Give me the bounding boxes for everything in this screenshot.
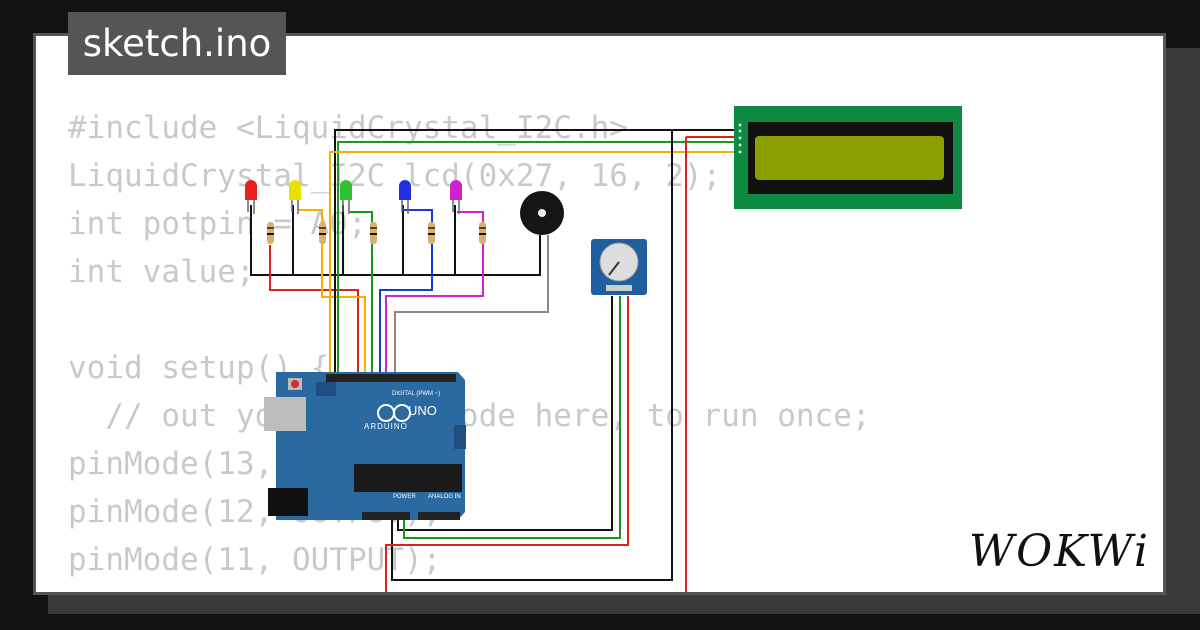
resistor[interactable] xyxy=(267,222,274,244)
resistor[interactable] xyxy=(479,222,486,244)
code-line: int value; xyxy=(68,254,255,290)
resistor[interactable] xyxy=(428,222,435,244)
resistor[interactable] xyxy=(319,222,326,244)
led-yellow[interactable] xyxy=(289,180,301,214)
buzzer[interactable] xyxy=(520,191,564,235)
file-tab[interactable]: sketch.ino xyxy=(68,12,286,75)
led-magenta[interactable] xyxy=(450,180,462,214)
code-line: LiquidCrystal_I2C lcd(0x27, 16, 2); xyxy=(68,158,722,194)
led-green[interactable] xyxy=(340,180,352,214)
editor-panel: #include <LiquidCrystal_I2C.h> LiquidCrys… xyxy=(33,33,1166,595)
board-model-label: UNO xyxy=(408,403,437,418)
code-line: void setup() { xyxy=(68,350,330,386)
wokwi-logo: WOKWi xyxy=(968,526,1150,577)
led-red[interactable] xyxy=(245,180,257,214)
code-line: #include <LiquidCrystal_I2C.h> xyxy=(68,110,628,146)
arduino-uno-board[interactable] xyxy=(264,372,466,520)
analog-header-label: ANALOG IN xyxy=(428,494,461,500)
lcd-display[interactable] xyxy=(734,106,962,209)
led-blue[interactable] xyxy=(399,180,411,214)
potentiometer[interactable] xyxy=(591,239,647,295)
board-brand-label: ARDUINO xyxy=(364,422,408,431)
code-line: pinMode(10, OUTPUT); xyxy=(68,584,871,592)
resistor[interactable] xyxy=(370,222,377,244)
code-line: pinMode(11, OUTPUT); xyxy=(68,542,442,578)
digital-header-label: DIGITAL (PWM ~) xyxy=(392,391,441,397)
power-header-label: POWER xyxy=(393,494,416,500)
